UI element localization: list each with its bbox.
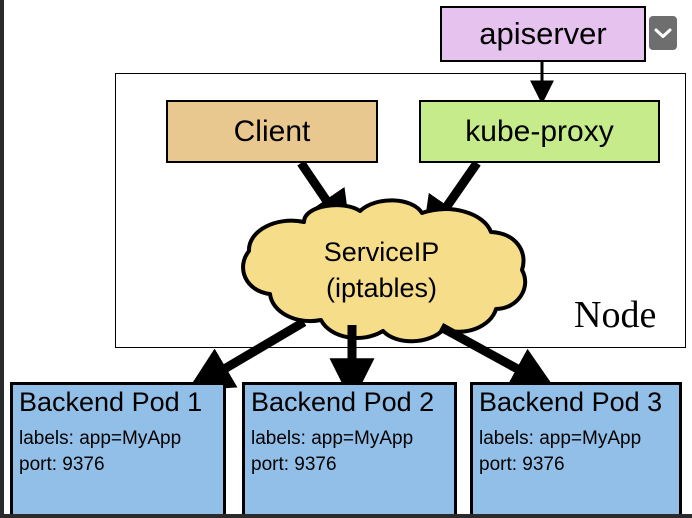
apiserver-label: apiserver — [479, 16, 607, 51]
backend-pod-2-labels: labels: app=MyApp — [251, 427, 414, 449]
chevron-down-button[interactable] — [646, 13, 680, 53]
apiserver-box[interactable]: apiserver — [440, 6, 646, 62]
backend-pod-3-port: port: 9376 — [479, 453, 565, 475]
backend-pod-3-title: Backend Pod 3 — [479, 387, 663, 417]
backend-pod-1-title: Backend Pod 1 — [19, 387, 203, 417]
client-box[interactable]: Client — [166, 100, 378, 163]
node-label: Node — [574, 294, 657, 336]
backend-pod-2-port: port: 9376 — [251, 453, 337, 475]
backend-pod-1-labels: labels: app=MyApp — [19, 427, 182, 449]
backend-pod-1[interactable]: Backend Pod 1 labels: app=MyApp port: 93… — [10, 382, 226, 514]
backend-pod-3-labels: labels: app=MyApp — [479, 427, 642, 449]
diagram-canvas: ServiceIP (iptables) Node apiserver Clie… — [4, 0, 692, 514]
client-label: Client — [233, 114, 311, 148]
node-boundary-box — [115, 73, 686, 348]
chevron-down-icon — [653, 26, 673, 40]
backend-pod-2-title: Backend Pod 2 — [251, 387, 435, 417]
backend-pod-1-port: port: 9376 — [19, 453, 105, 475]
kube-proxy-box[interactable]: kube-proxy — [419, 100, 660, 163]
backend-pod-3[interactable]: Backend Pod 3 labels: app=MyApp port: 93… — [470, 382, 682, 514]
kube-proxy-label: kube-proxy — [465, 114, 614, 148]
backend-pod-2[interactable]: Backend Pod 2 labels: app=MyApp port: 93… — [242, 382, 457, 514]
